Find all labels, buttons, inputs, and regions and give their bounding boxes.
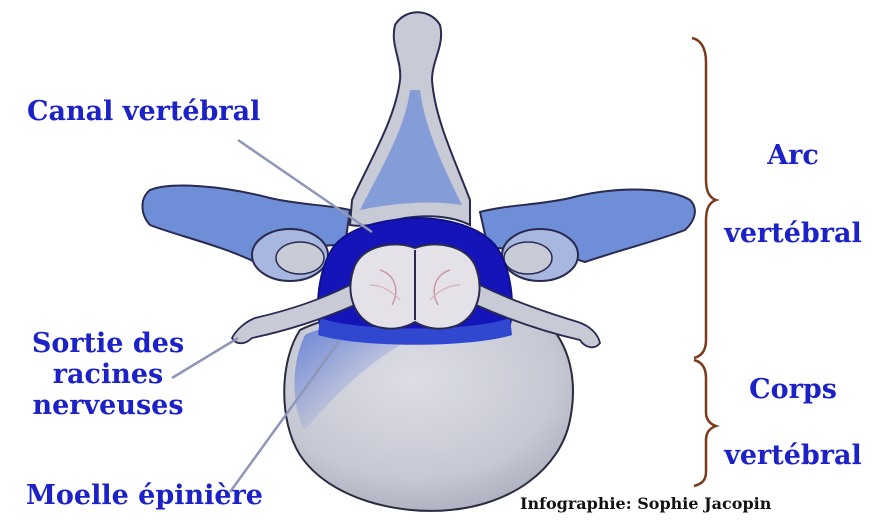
label-arc-vertebral: vertébral <box>718 218 868 249</box>
label-canal-vertebral: Canal vertébral <box>27 96 260 127</box>
label-corps-vertebral: vertébral <box>718 440 868 471</box>
brace-arc <box>692 38 716 358</box>
label-sortie-line2: racines <box>18 359 198 390</box>
credit-text: Infographie: Sophie Jacopin <box>520 494 771 513</box>
brace-corps <box>694 360 716 486</box>
label-arc: Arc <box>718 140 868 171</box>
label-sortie-line1: Sortie des <box>18 328 198 359</box>
label-moelle-epiniere: Moelle épinière <box>26 480 263 511</box>
label-sortie-racines: Sortie des racines nerveuses <box>18 328 198 421</box>
label-corps: Corps <box>718 374 868 405</box>
label-sortie-line3: nerveuses <box>18 390 198 421</box>
